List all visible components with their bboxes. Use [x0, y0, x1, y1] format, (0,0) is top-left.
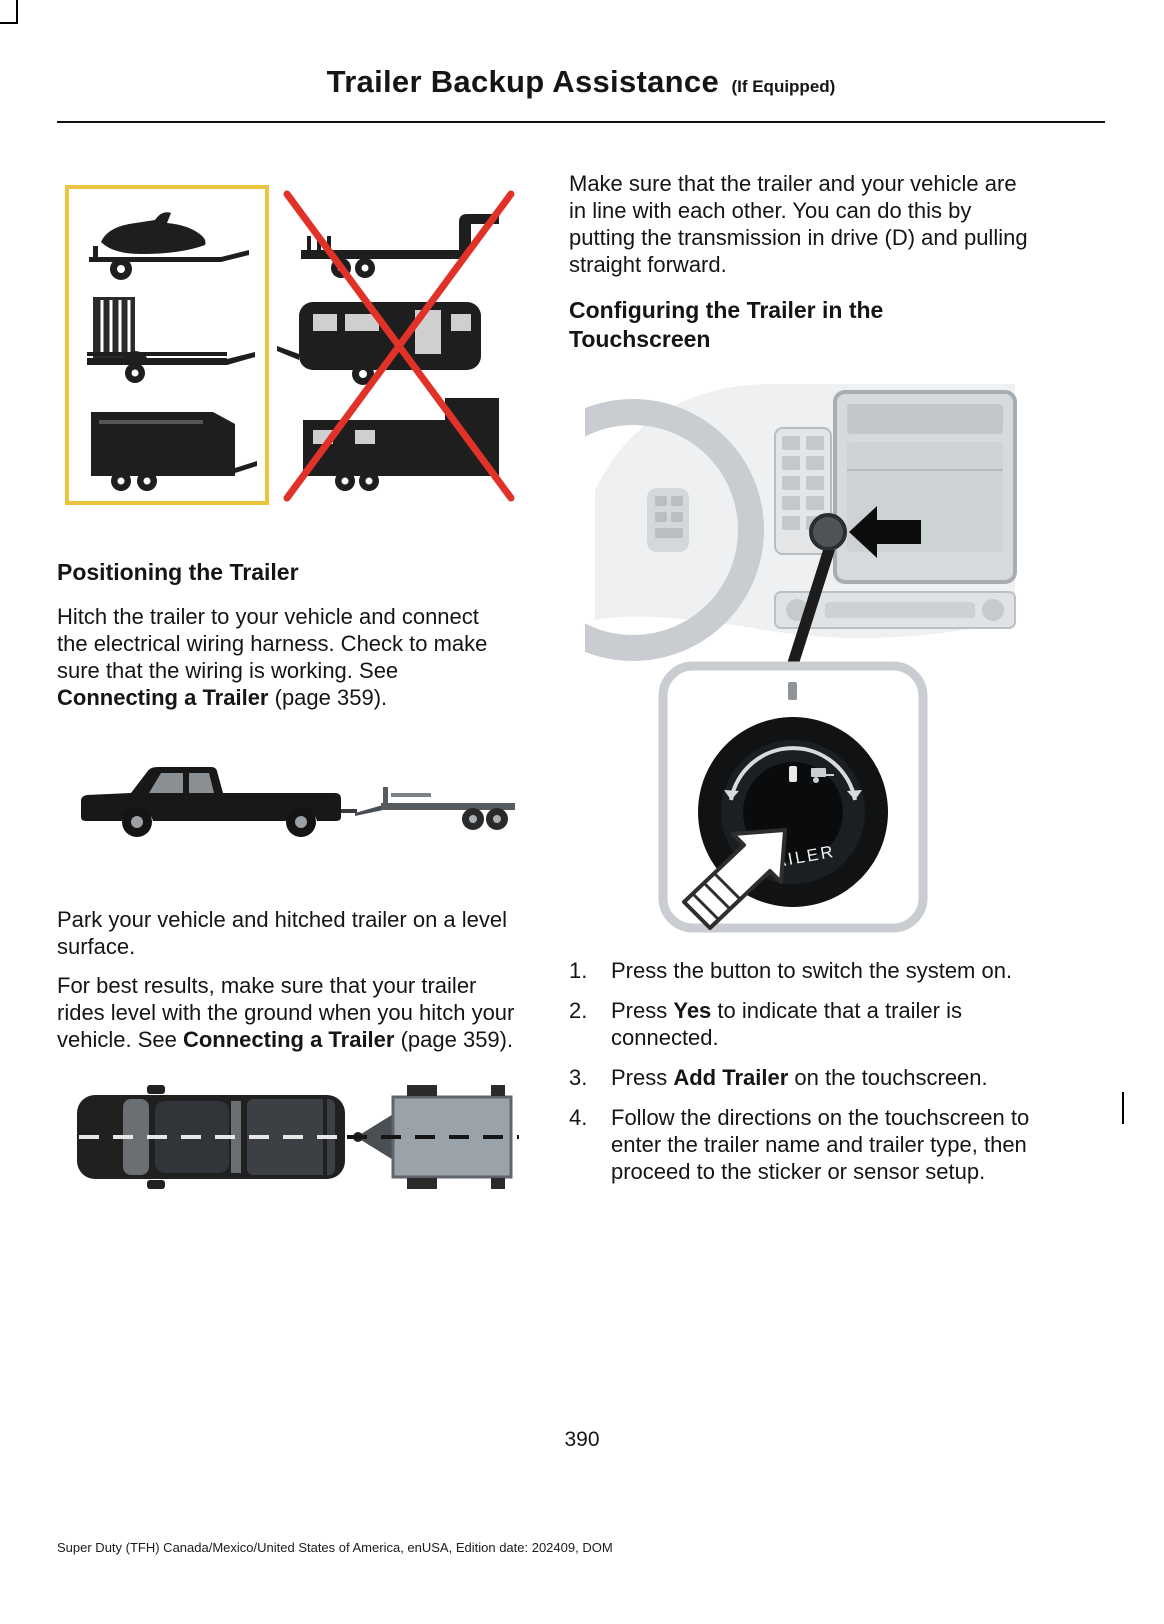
- press-arrow-icon: [682, 828, 787, 930]
- trailer-types-figure: [65, 185, 515, 505]
- connecting-a-trailer-ref: Connecting a Trailer: [182, 1027, 395, 1052]
- truck-top-view-icon: [77, 1085, 345, 1189]
- pickup-truck-side-icon: [81, 767, 341, 837]
- flatbed-trailer-side-icon: [341, 787, 515, 830]
- step-1: 1. Press the button to switch the system…: [569, 958, 1013, 983]
- callout-pointer: [785, 550, 835, 670]
- dashboard-knob-figure: TRAILER: [585, 384, 1017, 933]
- configuring-heading: Configuring the Trailer in the Touchscre…: [569, 297, 884, 352]
- connecting-a-trailer-ref: Connecting a Trailer: [57, 685, 269, 710]
- jetski-trailer-icon: [89, 212, 249, 280]
- corner-crop-mark: [0, 0, 18, 24]
- positioning-para-1: Hitch the trailer to your vehicle and co…: [57, 604, 488, 710]
- trailer-backup-knob: [809, 513, 847, 551]
- page-title-block: Trailer Backup Assistance (If Equipped): [57, 64, 1105, 100]
- title-divider: [57, 121, 1105, 123]
- knob-inset-callout: TRAILER: [658, 661, 928, 933]
- step-2: 2. Press Yes to indicate that a trailer …: [569, 998, 962, 1050]
- level-para: For best results, make sure that your tr…: [57, 973, 515, 1052]
- step-4: 4. Follow the directions on the touchscr…: [569, 1105, 1030, 1184]
- yes-button-ref: Yes: [673, 998, 712, 1023]
- left-column: Positioning the Trailer Hitch the traile…: [57, 160, 532, 1191]
- positioning-heading: Positioning the Trailer: [57, 559, 299, 585]
- edge-crop-mark: [1122, 1092, 1124, 1124]
- add-trailer-button-ref: Add Trailer: [673, 1065, 789, 1090]
- step-3: 3. Press Add Trailer on the touchscreen.: [569, 1065, 988, 1090]
- trailer-glyph-icon: [811, 768, 834, 783]
- steering-wheel-icon: [585, 399, 764, 661]
- alignment-para: Make sure that the trailer and your vehi…: [569, 171, 1028, 277]
- knob-pointer-arrow-icon: [849, 506, 921, 558]
- touchscreen: [833, 390, 1017, 584]
- truck-towing-side-figure: [81, 767, 515, 837]
- page-title-suffix: (If Equipped): [731, 77, 836, 96]
- utility-trailer-icon: [87, 297, 255, 383]
- edition-footer: Super Duty (TFH) Canada/Mexico/United St…: [57, 1540, 613, 1555]
- page-title: Trailer Backup Assistance: [326, 64, 719, 99]
- climate-controls: [774, 591, 1016, 629]
- right-column: Make sure that the trailer and your vehi…: [569, 160, 1037, 1198]
- enclosed-trailer-icon: [91, 412, 257, 491]
- park-para: Park your vehicle and hitched trailer on…: [57, 907, 508, 959]
- configuration-steps: 1. Press the button to switch the system…: [569, 957, 1037, 1185]
- alignment-top-view-figure: [77, 1085, 519, 1189]
- page-number: 390: [564, 1428, 600, 1451]
- red-x-mark: [283, 190, 515, 502]
